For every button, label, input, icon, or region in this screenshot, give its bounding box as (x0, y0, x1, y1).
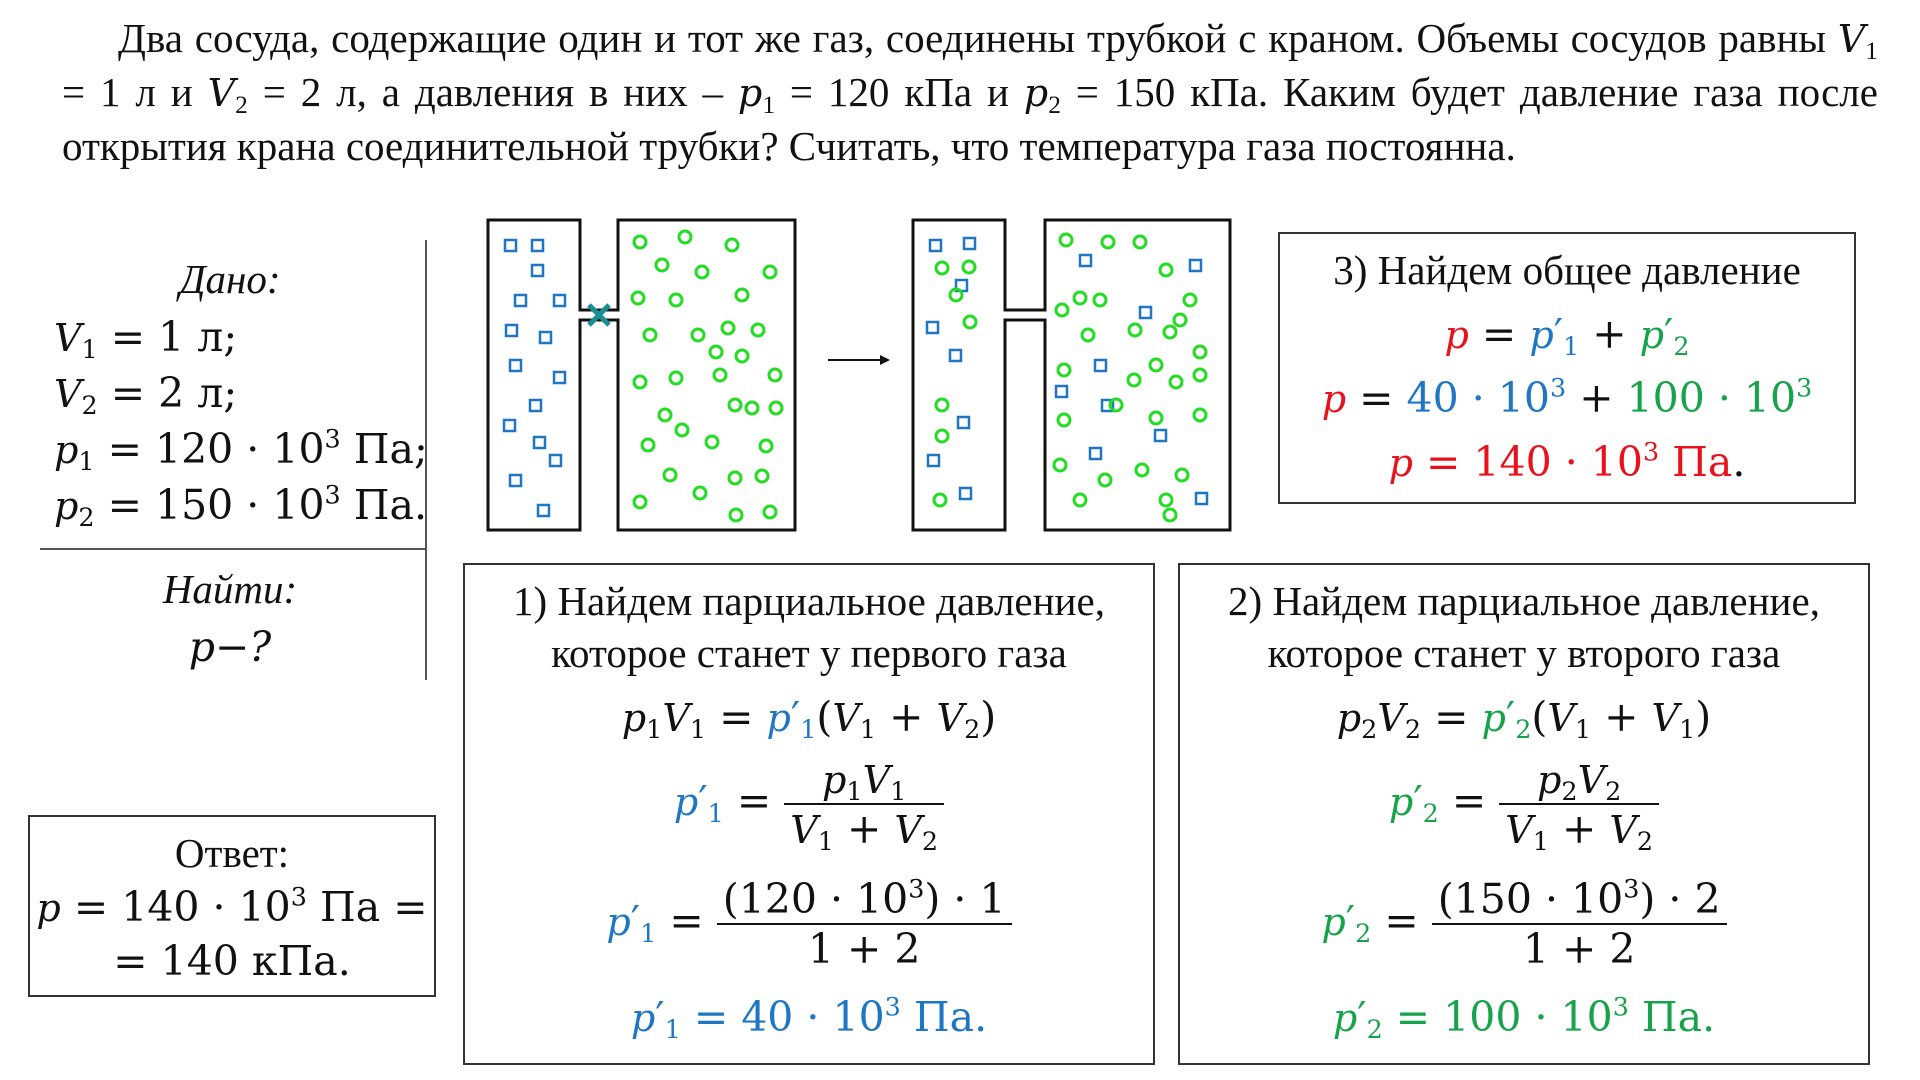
given-p1: p1 = 120 · 103 Па; (54, 423, 428, 477)
given-v2: V2 = 2 л; (54, 369, 238, 421)
answer-line2: = 140 кПа. (113, 937, 351, 985)
gas2-particles-after (932, 232, 1208, 523)
step2-title-line1: 2) Найдем парциальное давление, (1228, 578, 1820, 624)
gas1-particles-after (925, 236, 1209, 506)
valve-icon (587, 303, 611, 327)
gas2-particles-before (630, 229, 784, 523)
vessels-diagram (486, 218, 1232, 532)
answer-line1: p = 140 · 103 Па = (36, 881, 428, 931)
step3-formula: p = p′1 + p′2 (1444, 310, 1690, 362)
step3-total-pressure-box: 3) Найдем общее давление p = p′1 + p′2 p… (1278, 232, 1856, 504)
given-v1: V1 = 1 л; (54, 313, 238, 365)
step2-title-line2: которое станет у второго газа (1267, 630, 1781, 676)
step1-partial-pressure-box: 1) Найдем парциальное давление, которое … (463, 563, 1155, 1065)
find-title: Найти: (162, 566, 298, 612)
find-value: p−? (188, 623, 272, 671)
arrow-right-icon (828, 355, 890, 365)
step3-result: p = 140 · 103 Па. (1388, 436, 1746, 486)
vessels-after-outline (911, 218, 1232, 532)
given-p2: p2 = 150 · 103 Па. (54, 479, 427, 533)
step2-partial-pressure-box: 2) Найдем парциальное давление, которое … (1178, 563, 1870, 1065)
gas1-particles-before (502, 238, 567, 518)
answer-box: Ответ: p = 140 · 103 Па = = 140 кПа. (28, 815, 436, 997)
step2-equation: p2V2 = p′2(V1 + V1) (1336, 693, 1712, 745)
given-title: Дано: (179, 256, 281, 302)
given-divider-vertical (425, 240, 427, 680)
step1-title-line2: которое станет у первого газа (551, 630, 1067, 676)
step1-title-line1: 1) Найдем парциальное давление, (513, 578, 1105, 624)
step1-equation: p1V1 = p′1(V1 + V2) (621, 693, 997, 745)
answer-title: Ответ: (174, 830, 290, 876)
step3-substitution: p = 40 · 103 + 100 · 103 (1321, 372, 1813, 422)
step1-result: p′1 = 40 · 103 Па. (630, 991, 988, 1045)
problem-statement: Два сосуда, содержащие один и тот же газ… (62, 15, 1878, 169)
step2-result: p′2 = 100 · 103 Па. (1332, 991, 1716, 1045)
step3-title: 3) Найдем общее давление (1333, 247, 1801, 293)
given-divider-horizontal (40, 548, 426, 550)
